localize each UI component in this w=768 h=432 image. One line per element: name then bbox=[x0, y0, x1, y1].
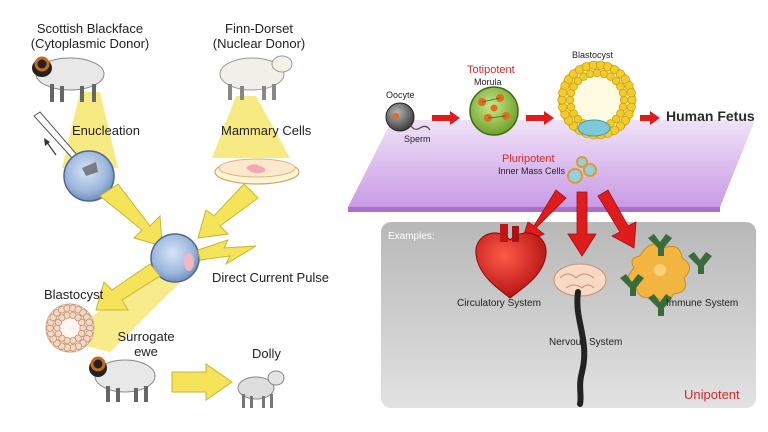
cell-bead bbox=[74, 314, 82, 322]
spinal-cord-icon bbox=[574, 289, 588, 407]
human-blastocyst-icon bbox=[557, 60, 637, 140]
surrogate-ewe-label: Surrogate ewe bbox=[117, 329, 175, 360]
arrow-fusion-to-blastocyst bbox=[95, 263, 161, 311]
brain-icon bbox=[553, 263, 607, 297]
enucleated-egg-cell bbox=[63, 150, 115, 202]
inner-mass-cells-icon bbox=[567, 156, 597, 184]
human-blastocyst-label: Blastocyst bbox=[572, 50, 614, 60]
cell-bead bbox=[54, 318, 62, 326]
cell-bead bbox=[565, 95, 575, 105]
antibody-icon-1 bbox=[648, 234, 672, 256]
cell-bead bbox=[626, 88, 636, 98]
cell-bead bbox=[58, 334, 66, 342]
antibody-icon-4 bbox=[648, 294, 672, 316]
donor-light-beam-right bbox=[212, 96, 290, 158]
arrow-blastocyst-to-fetus bbox=[640, 111, 660, 125]
examples-box bbox=[381, 222, 756, 408]
blackface-donor-label: Scottish Blackface (Cytoplasmic Donor) bbox=[30, 21, 150, 52]
cell-bead bbox=[619, 95, 629, 105]
arrow-morula-to-blastocyst bbox=[526, 111, 554, 125]
dolly-lamb-icon bbox=[237, 370, 285, 408]
finn-dorset-sheep-icon bbox=[219, 55, 293, 100]
cell-bead bbox=[592, 68, 602, 78]
arrow-egg-to-fusion bbox=[99, 183, 163, 247]
arrow-to-nervous bbox=[567, 191, 597, 257]
unipotent-label: Unipotent bbox=[684, 387, 740, 402]
surrogate-ewe-icon bbox=[89, 356, 156, 402]
totipotent-label: Totipotent bbox=[467, 64, 515, 76]
oocyte-cell-icon bbox=[385, 102, 415, 132]
nervous-system-label: Nervous System bbox=[549, 337, 623, 348]
cell-bead bbox=[611, 114, 621, 124]
blackface-name: Scottish Blackface bbox=[36, 21, 144, 36]
cell-bead bbox=[85, 318, 93, 327]
cell-bead bbox=[566, 102, 576, 112]
examples-label: Examples: bbox=[388, 231, 435, 242]
cell-bead bbox=[573, 114, 583, 124]
cell-bead bbox=[606, 72, 615, 81]
human-fetus-label: Human Fetus bbox=[666, 108, 755, 124]
sperm-label: Sperm bbox=[404, 134, 431, 144]
morula-cell-icon bbox=[469, 86, 519, 136]
cell-bead bbox=[616, 109, 625, 118]
lightning-bolt-icon bbox=[197, 239, 257, 266]
purple-platform bbox=[348, 120, 755, 212]
scottish-blackface-sheep-icon bbox=[32, 56, 105, 102]
arrow-oocyte-to-morula bbox=[432, 111, 460, 125]
dolly-label: Dolly bbox=[252, 346, 281, 361]
blastocyst-cell-icon bbox=[45, 303, 95, 353]
ewe-word: ewe bbox=[134, 343, 158, 359]
enucleation-label: Enucleation bbox=[72, 123, 140, 138]
cell-bead bbox=[611, 76, 621, 86]
arrow-to-dolly bbox=[171, 363, 233, 401]
morula-label: Morula bbox=[474, 77, 502, 87]
oocyte-label: Oocyte bbox=[386, 90, 415, 100]
cell-bead bbox=[78, 318, 86, 326]
inner-mass-cells-label: Inner Mass Cells bbox=[498, 166, 566, 176]
dorset-donor-label: Finn-Dorset (Nuclear Donor) bbox=[212, 21, 306, 52]
circulatory-system-label: Circulatory System bbox=[457, 298, 541, 309]
immune-system-label: Immune System bbox=[666, 298, 739, 309]
mammary-cells-label: Mammary Cells bbox=[221, 123, 312, 138]
sperm-icon bbox=[409, 123, 431, 131]
cell-bead bbox=[78, 329, 86, 338]
antibody-icon-2 bbox=[688, 252, 712, 274]
surrogate-word: Surrogate bbox=[117, 329, 175, 344]
cell-bead bbox=[573, 76, 583, 86]
fused-egg-cell bbox=[150, 233, 200, 283]
blastocyst-label: Blastocyst bbox=[44, 287, 104, 302]
blackface-role: (Cytoplasmic Donor) bbox=[30, 35, 150, 51]
cell-bead bbox=[585, 69, 595, 79]
antibody-icon-3 bbox=[620, 274, 644, 296]
dorset-role: (Nuclear Donor) bbox=[212, 35, 306, 51]
dorset-name: Finn-Dorset bbox=[225, 21, 293, 36]
petri-dish-icon bbox=[214, 158, 300, 185]
immune-cell-icon bbox=[628, 243, 690, 301]
cell-bead bbox=[618, 88, 628, 98]
heart-icon bbox=[475, 224, 547, 299]
arrow-to-immune bbox=[597, 189, 637, 249]
direct-current-pulse-label: Direct Current Pulse bbox=[212, 270, 330, 285]
arrow-dish-to-fusion bbox=[197, 183, 259, 239]
pluripotent-label: Pluripotent bbox=[502, 153, 555, 165]
cell-bead bbox=[569, 82, 578, 91]
donor-light-beam-left bbox=[62, 92, 118, 168]
